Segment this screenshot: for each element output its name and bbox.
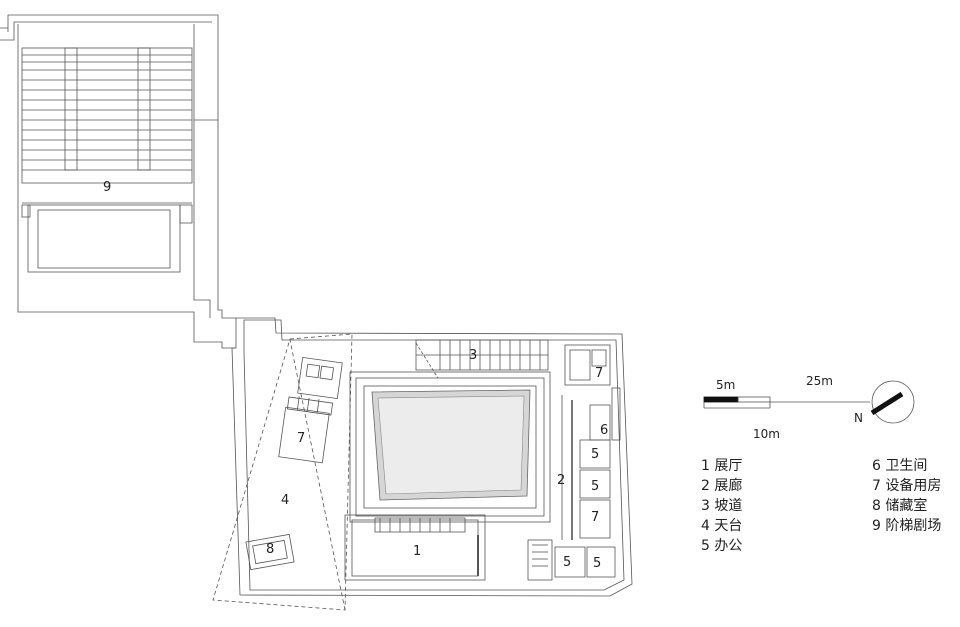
legend-item-3: 3 坡道 [701,496,742,516]
legend-num: 1 [701,458,710,474]
amphitheater-wing [0,14,236,349]
north-label: N [854,411,863,425]
legend-item-1: 1 展厅 [701,456,742,476]
room-5b-label: 5 [591,479,600,494]
legend-num: 3 [701,498,710,514]
room-4-label: 4 [281,493,290,508]
legend-item-6: 6 卫生间 [872,456,941,476]
room-5d-label: 5 [593,556,602,571]
legend-item-5: 5 办公 [701,536,742,556]
legend-item-9: 9 阶梯剧场 [872,516,941,536]
legend-num: 7 [872,478,881,494]
legend-name: 天台 [714,518,743,534]
legend-num: 4 [701,518,710,534]
room-3-label: 3 [469,348,478,363]
scale-bar [703,396,870,409]
legend-name: 设备用房 [885,478,942,494]
legend-num: 9 [872,518,881,534]
north-arrow-icon [870,380,915,424]
legend-name: 展廊 [714,478,743,494]
room-7c-label: 7 [591,510,600,525]
room-7a-label: 7 [595,366,604,381]
legend-name: 办公 [714,538,743,554]
legend-right: 6 卫生间 7 设备用房 8 储藏室 9 阶梯剧场 [872,456,941,536]
scale-label-10m: 10m [753,427,780,441]
legend-num: 5 [701,538,710,554]
room-9-label: 9 [103,180,112,195]
main-building [212,317,633,611]
legend-left: 1 展厅 2 展廊 3 坡道 4 天台 5 办公 [701,456,742,556]
legend-item-8: 8 储藏室 [872,496,941,516]
room-5a-label: 5 [591,447,600,462]
legend-item-2: 2 展廊 [701,476,742,496]
room-2-label: 2 [557,473,566,488]
legend-num: 8 [872,498,881,514]
legend-item-7: 7 设备用房 [872,476,941,496]
legend-num: 2 [701,478,710,494]
room-6-label: 6 [600,423,609,438]
legend-name: 坡道 [714,498,743,514]
scale-label-25m: 25m [806,374,833,388]
legend-item-4: 4 天台 [701,516,742,536]
scale-label-5m: 5m [716,378,736,392]
legend-name: 卫生间 [885,458,928,474]
legend-name: 储藏室 [885,498,928,514]
room-5c-label: 5 [563,555,572,570]
room-1-label: 1 [413,544,422,559]
legend-num: 6 [872,458,881,474]
room-8-label: 8 [266,542,275,557]
room-7b-label: 7 [297,431,306,446]
legend-name: 阶梯剧场 [885,518,942,534]
legend-name: 展厅 [714,458,743,474]
